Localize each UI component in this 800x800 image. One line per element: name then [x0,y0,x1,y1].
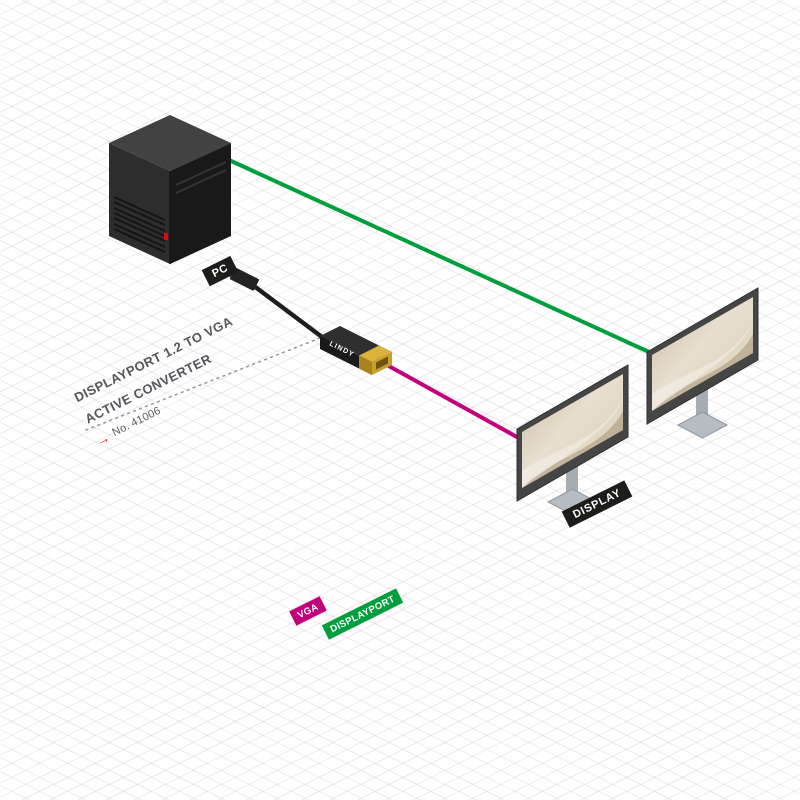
vga-connector-front [359,355,372,375]
pc-tower-side [170,143,231,264]
monitor-1-screen [522,374,623,488]
monitor-1-wallpaper-dark [522,411,623,488]
monitor-2-wallpaper-light [652,322,753,411]
monitor-1-wallpaper-light [522,399,623,488]
monitor-2-wallpaper-dark [652,334,753,411]
pc-power-led [164,233,168,240]
dp-cable [224,266,332,345]
vga-connector-socket [376,356,388,370]
monitor-2 [646,287,759,439]
dp-vga-converter: LINDY [320,326,392,375]
monitor-1 [516,364,629,516]
pc-drive-slots [175,161,227,194]
displayport-cable [228,158,661,359]
vga-connector-top [359,345,392,362]
monitor-2-screen [652,297,753,411]
vga-cable [377,358,527,444]
pc-tower [109,115,231,264]
pc-vent-grille [113,196,166,253]
monitor-2-base [676,411,729,439]
